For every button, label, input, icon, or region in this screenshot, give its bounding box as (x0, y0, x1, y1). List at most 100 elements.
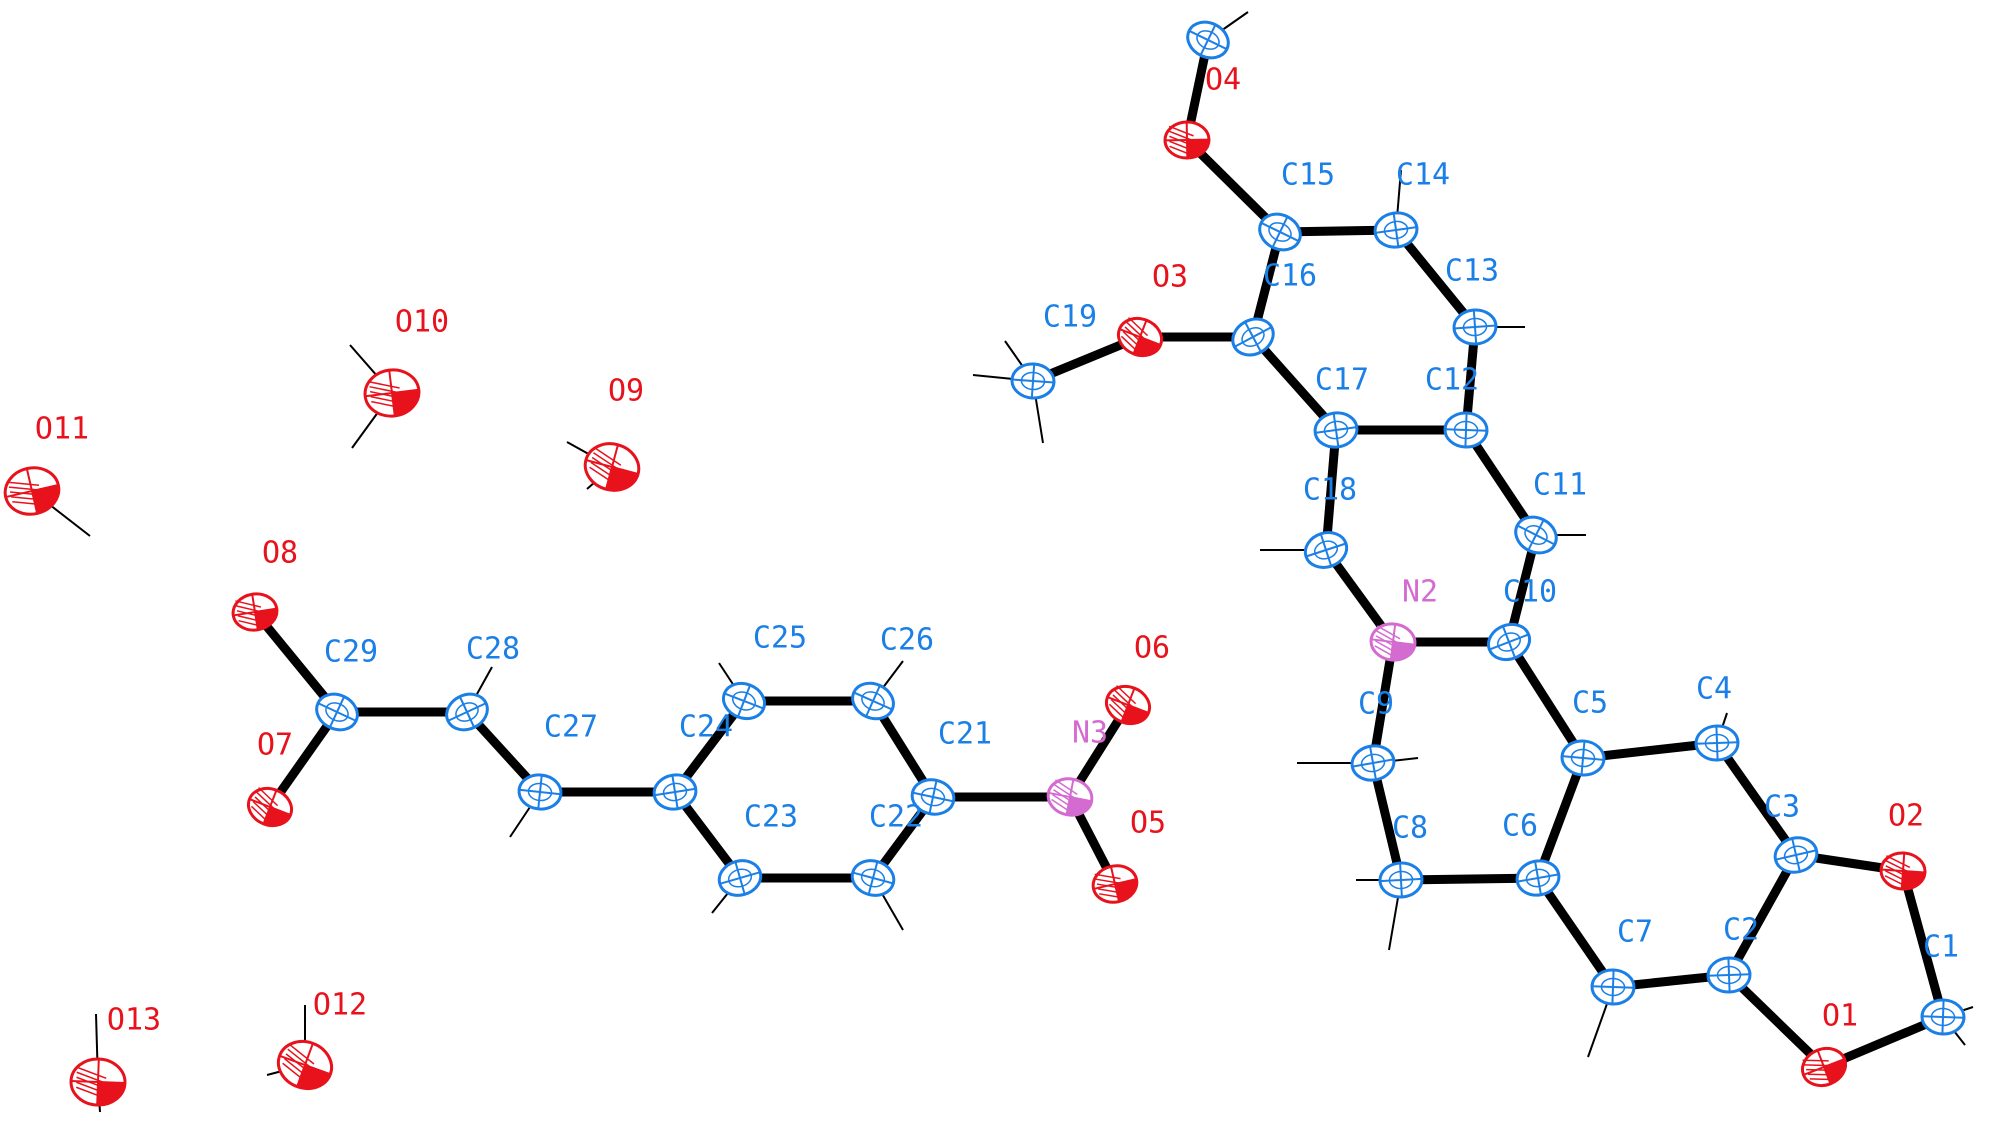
atom-c28 (445, 692, 489, 732)
atom-label: O8 (262, 536, 298, 571)
atom-c21 (910, 778, 956, 816)
atom-o10 (363, 368, 421, 418)
atom-label: C19 (1043, 300, 1097, 335)
atom-label: C18 (1303, 473, 1357, 508)
atom-c19 (1010, 362, 1056, 400)
atom-label: O3 (1152, 260, 1188, 295)
atom-c17 (1313, 411, 1359, 449)
atom-label: O11 (35, 412, 89, 447)
atom-label: C24 (679, 710, 733, 745)
atom-c24 (652, 773, 698, 811)
bond-c6-c8 (1396, 873, 1543, 885)
atom-o3 (1116, 316, 1164, 358)
atom-label: O10 (395, 305, 449, 340)
atom-o8 (231, 592, 279, 632)
atom-label: C1 (1923, 930, 1959, 965)
atom-o7 (246, 786, 294, 828)
atom-label: C10 (1503, 575, 1557, 610)
atom-label: O5 (1130, 806, 1166, 841)
bond-c9-n2 (1368, 637, 1398, 768)
bond-c6-c7 (1533, 873, 1618, 992)
atom-label: C25 (753, 621, 807, 656)
atom-label: C28 (466, 632, 520, 667)
atom-label: C29 (324, 635, 378, 670)
atom-c2 (1706, 956, 1752, 994)
atom-label: O9 (608, 374, 644, 409)
bond-c3-c4 (1712, 738, 1801, 860)
atom-o5 (1091, 864, 1139, 904)
bond-c1-o2 (1898, 866, 1948, 1022)
atom-c18 (1303, 531, 1349, 569)
bond-c18-c17 (1321, 425, 1341, 555)
atom-label: C8 (1392, 811, 1428, 846)
atom-label: C26 (880, 623, 934, 658)
atom-c23 (717, 859, 763, 897)
atom-c13 (1452, 308, 1498, 346)
atom-c29 (315, 692, 359, 732)
bond-layer (250, 35, 1948, 1072)
atom-label: O4 (1205, 63, 1241, 98)
atom-o9 (583, 442, 641, 492)
atom-c7 (1590, 968, 1636, 1006)
atom-o13 (69, 1057, 127, 1107)
atom-c20 (1186, 20, 1230, 60)
atom-c16 (1231, 317, 1275, 357)
atom-label: O2 (1888, 799, 1924, 834)
bond-c10-c5 (1504, 637, 1588, 763)
atom-c1 (1920, 998, 1966, 1036)
atom-label: C7 (1617, 915, 1653, 950)
hydrogen-layer (31, 11, 1974, 1113)
atom-label: C15 (1281, 158, 1335, 193)
atom-c22 (850, 859, 896, 897)
bond-o1-c2 (1724, 970, 1829, 1072)
atom-label: C27 (544, 710, 598, 745)
atom-label: N3 (1072, 716, 1108, 751)
atom-label: C11 (1533, 468, 1587, 503)
atom-n2 (1369, 622, 1417, 662)
atom-label: O12 (313, 988, 367, 1023)
atom-o6 (1104, 684, 1152, 726)
atom-label: C12 (1425, 363, 1479, 398)
atom-label: O13 (107, 1003, 161, 1038)
atom-label: C22 (869, 800, 923, 835)
atom-c14 (1373, 211, 1419, 249)
atom-label: C9 (1358, 687, 1394, 722)
atom-c25 (721, 681, 767, 721)
atom-label: C21 (938, 717, 992, 752)
atom-label: C14 (1396, 158, 1450, 193)
bond-c13-c14 (1391, 225, 1480, 332)
atom-label: C3 (1764, 790, 1800, 825)
atom-label: O1 (1822, 999, 1858, 1034)
atom-o1 (1800, 1046, 1848, 1088)
atom-c8 (1378, 861, 1424, 899)
atom-o2 (1879, 851, 1927, 891)
atom-o12 (276, 1039, 334, 1091)
atom-label: O6 (1134, 631, 1170, 666)
atom-o4 (1163, 120, 1211, 160)
atom-label: N2 (1402, 575, 1438, 610)
atom-label: C6 (1502, 809, 1538, 844)
bond-c16-c17 (1248, 332, 1341, 435)
atom-o11 (3, 466, 61, 516)
atom-label: O7 (257, 728, 293, 763)
atom-label: C17 (1315, 363, 1369, 398)
atom-c6 (1515, 859, 1561, 897)
atom-c10 (1486, 622, 1532, 662)
atom-c15 (1258, 212, 1302, 252)
bond-c2-c3 (1724, 850, 1801, 980)
atom-c4 (1694, 724, 1740, 762)
atom-c27 (517, 773, 563, 811)
atom-label: C2 (1723, 913, 1759, 948)
atom-label: C13 (1445, 254, 1499, 289)
atom-c9 (1350, 744, 1396, 782)
atom-label: C16 (1263, 259, 1317, 294)
atom-c11 (1514, 515, 1558, 555)
atom-layer (3, 20, 1966, 1107)
atom-n3 (1046, 777, 1094, 817)
bond-c8-c9 (1368, 758, 1406, 885)
atom-label: C4 (1696, 672, 1732, 707)
atom-c12 (1443, 411, 1489, 449)
atom-c3 (1773, 836, 1819, 874)
